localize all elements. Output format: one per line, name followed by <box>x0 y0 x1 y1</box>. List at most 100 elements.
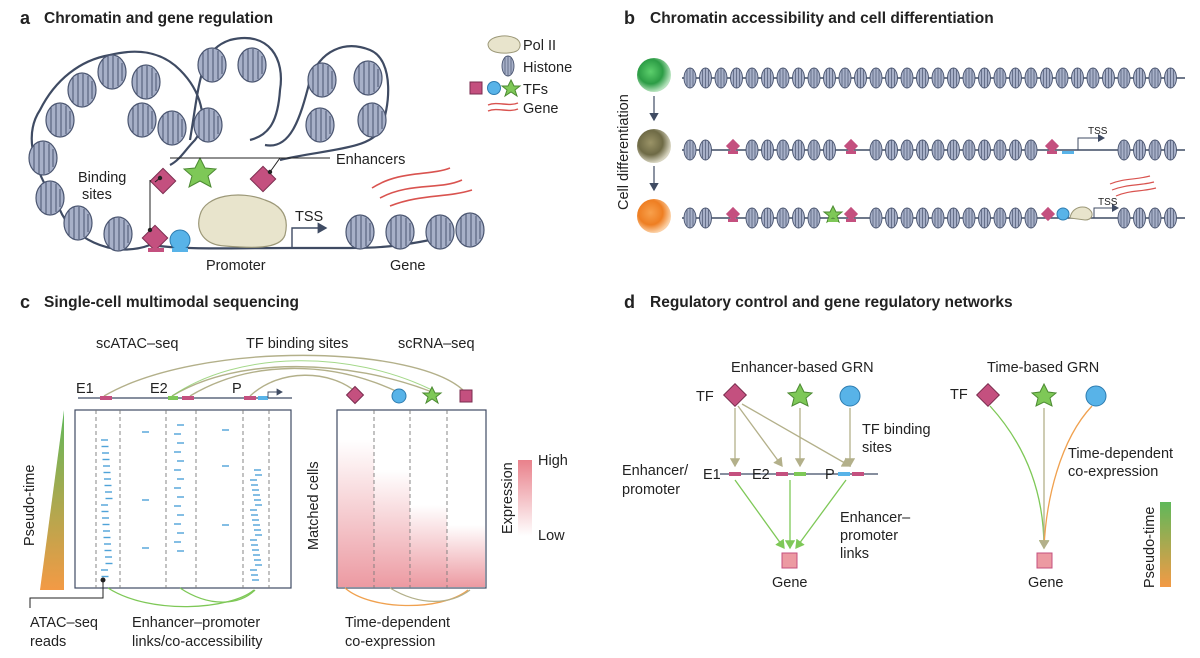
gene-transcripts-a <box>371 167 473 207</box>
expr-col-2 <box>374 470 410 587</box>
pseudotime-bar-d <box>1160 502 1171 587</box>
tss-arrow-a <box>291 222 328 248</box>
tf-site-arcs <box>103 354 466 397</box>
binding-site-blue <box>172 248 188 252</box>
nucleosome <box>1164 139 1177 161</box>
label-e1-c: E1 <box>76 381 94 397</box>
ep-link-arrows <box>734 479 847 550</box>
nucleosome <box>1133 207 1146 229</box>
atac-read-pointer <box>29 580 104 608</box>
tf-b2-1 <box>725 138 741 154</box>
nucleosome <box>962 139 976 161</box>
nucleosome <box>931 139 945 161</box>
pseudotime-wedge-c <box>40 410 64 590</box>
nucleosome <box>900 139 914 161</box>
nucleosome <box>1055 67 1069 89</box>
nucleosome <box>699 67 712 89</box>
label-atac-reads-1: ATAC–seq <box>30 615 98 631</box>
label-gene-d2: Gene <box>1028 575 1063 591</box>
nucleosome <box>745 67 759 89</box>
tf-circle-d1 <box>839 385 861 407</box>
tf-square-c <box>459 389 473 403</box>
legend: Pol II Histone TFs Gene <box>469 35 572 117</box>
nucleosome <box>916 207 929 229</box>
bottom-arcs-c <box>107 587 471 608</box>
gene-transcripts-b <box>1109 175 1157 197</box>
label-tdc-c-2: co-expression <box>345 634 435 650</box>
label-e1-d: E1 <box>703 467 721 483</box>
tf-star-d1 <box>786 382 814 407</box>
nucleosome <box>854 67 867 89</box>
nucleosome <box>807 207 821 229</box>
panel-c-title: Single-cell multimodal sequencing <box>44 294 299 311</box>
legend-pol2: Pol II <box>523 38 556 54</box>
nucleosome <box>869 207 883 229</box>
panel-b-title: Chromatin accessibility and cell differe… <box>650 10 994 27</box>
label-binding: Binding <box>78 170 126 186</box>
nucleosome <box>714 67 728 89</box>
nucleosome <box>1086 67 1100 89</box>
tf-to-site-arrows <box>729 403 856 468</box>
nucleosome <box>1009 207 1022 229</box>
nucleosome <box>792 139 805 161</box>
label-ep-d-3: links <box>840 546 869 562</box>
tf-diamond-d1 <box>722 382 748 408</box>
binding-site-pink <box>148 248 164 252</box>
tf-b2-2 <box>843 138 859 154</box>
nucleosome <box>776 207 790 229</box>
tf-star-c <box>421 385 443 405</box>
expr-col-3 <box>410 505 447 587</box>
nucleosome <box>745 207 759 229</box>
nucleosome <box>761 139 774 161</box>
panel-d-letter: d <box>624 292 635 312</box>
nucleosome <box>916 67 929 89</box>
label-ep-links-1: Enhancer–promoter <box>132 615 260 631</box>
gene-node-d1 <box>781 552 798 569</box>
label-tf-binding: TF binding sites <box>246 336 348 352</box>
tf-square-legend-icon <box>469 81 483 95</box>
nucleosome <box>900 207 914 229</box>
nucleosome <box>699 207 712 229</box>
nucleosome <box>761 67 774 89</box>
nucleosome <box>1024 139 1038 161</box>
cell-differentiated <box>637 199 671 233</box>
pol-ii-a <box>198 194 287 248</box>
nucleosome <box>807 139 821 161</box>
label-gene-d1: Gene <box>772 575 807 591</box>
nucleosome <box>1009 139 1022 161</box>
nucleosome <box>978 207 991 229</box>
nucleosome <box>1102 67 1115 89</box>
expr-col-1 <box>338 440 374 587</box>
nucleosome <box>776 139 790 161</box>
pol-ii-b <box>1069 206 1093 221</box>
nucleosome <box>947 67 960 89</box>
label-e2-d: E2 <box>752 467 770 483</box>
label-scatac: scATAC–seq <box>96 336 178 352</box>
nucleosome <box>947 207 960 229</box>
label-enh-prom-2: promoter <box>622 482 680 498</box>
nucleosome <box>683 67 697 89</box>
expr-col-4 <box>447 525 485 587</box>
nucleosome <box>869 67 883 89</box>
tss-arrow-b2 <box>1077 134 1105 150</box>
nucleosome <box>683 207 697 229</box>
nucleosome <box>1009 67 1022 89</box>
tf-diamond-enhancer-1 <box>149 167 177 195</box>
panel-c-letter: c <box>20 292 30 312</box>
nucleosome <box>761 207 774 229</box>
nucleosome <box>1133 67 1146 89</box>
nucleosome <box>792 207 805 229</box>
nucleosome <box>885 207 898 229</box>
nucleosome <box>838 67 852 89</box>
label-ep-d-1: Enhancer– <box>840 510 911 526</box>
nucleosome <box>947 139 960 161</box>
nucleosome <box>962 207 976 229</box>
tf-star-legend-icon <box>500 78 522 98</box>
nucleosome <box>869 139 883 161</box>
nucleosome <box>1148 207 1162 229</box>
tf-star-d2 <box>1030 382 1058 407</box>
nucleosome <box>1148 67 1162 89</box>
nucleosome <box>885 139 898 161</box>
label-enh-prom-1: Enhancer/ <box>622 463 689 479</box>
label-tss-b3: TSS <box>1098 197 1118 208</box>
